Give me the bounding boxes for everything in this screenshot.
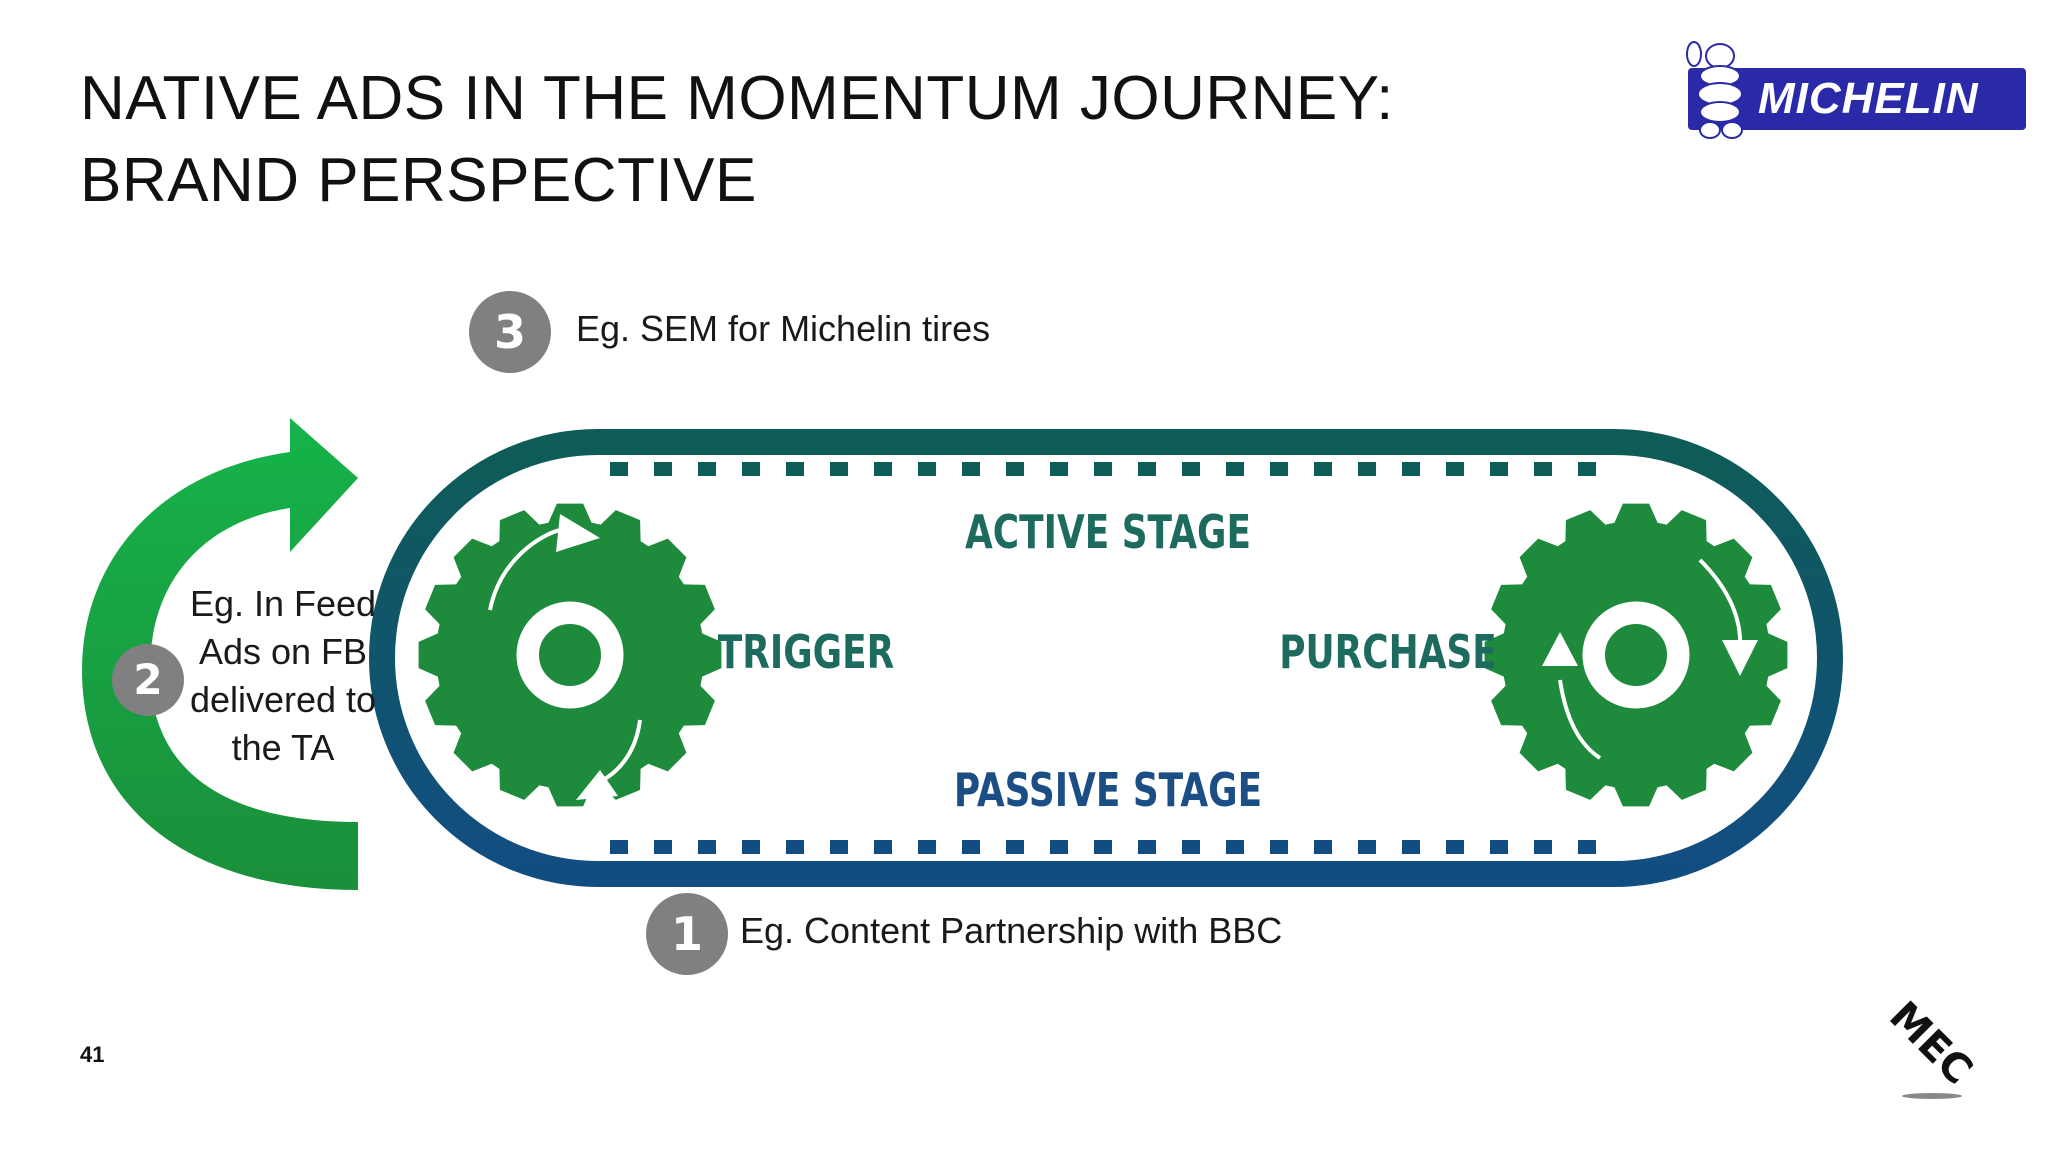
belt-tooth — [1138, 462, 1156, 476]
callout-2-text: Eg. In Feed Ads on FB delivered to the T… — [189, 583, 377, 768]
belt-tooth — [1182, 840, 1200, 854]
belt — [369, 429, 1843, 887]
passive-stage-label: PASSIVE STAGE — [954, 764, 1262, 818]
logo-band — [1688, 68, 2026, 130]
belt-teeth — [610, 462, 1596, 854]
belt-tooth — [1358, 840, 1376, 854]
slide-title: NATIVE ADS IN THE MOMENTUM JOURNEY: BRAN… — [80, 64, 1394, 215]
belt-tooth — [1402, 840, 1420, 854]
gear-body — [1484, 503, 1788, 807]
belt-tooth — [1138, 840, 1156, 854]
belt-tooth — [962, 840, 980, 854]
badge-2: 2 — [112, 644, 184, 716]
belt-tooth — [1006, 840, 1024, 854]
mec-logo: MEC — [1880, 993, 1981, 1099]
purchase-label: PURCHASE — [1279, 626, 1497, 680]
belt-tooth — [1094, 840, 1112, 854]
page-number: 41 — [80, 1042, 105, 1067]
belt-tooth — [830, 462, 848, 476]
belt-tooth — [1050, 840, 1068, 854]
belt-tooth — [1446, 840, 1464, 854]
belt-tooth — [918, 840, 936, 854]
belt-tooth — [962, 462, 980, 476]
belt-tooth — [698, 462, 716, 476]
belt-tooth — [1314, 840, 1332, 854]
belt-tooth — [1270, 840, 1288, 854]
belt-tooth — [1094, 462, 1112, 476]
callout-3-text: Eg. SEM for Michelin tires — [576, 308, 991, 349]
belt-tooth — [1270, 462, 1288, 476]
belt-tooth — [654, 462, 672, 476]
belt-tooth — [786, 840, 804, 854]
callout-1-text: Eg. Content Partnership with BBC — [740, 910, 1283, 951]
belt-tooth — [874, 840, 892, 854]
bibendum-icon — [1686, 41, 1743, 139]
belt-tooth — [786, 462, 804, 476]
belt-tooth — [1226, 840, 1244, 854]
michelin-wordmark: MICHELIN — [1758, 74, 1979, 123]
belt-tooth — [1314, 462, 1332, 476]
trigger-label: TRIGGER — [718, 626, 894, 680]
belt-tooth — [1050, 462, 1068, 476]
michelin-logo: MICHELIN — [1682, 34, 2030, 142]
badge-3: 3 — [469, 291, 551, 373]
belt-tooth — [1534, 462, 1552, 476]
belt-tooth — [1402, 462, 1420, 476]
belt-tooth — [610, 840, 628, 854]
belt-tooth — [1358, 462, 1376, 476]
mec-wordmark: MEC — [1880, 993, 1981, 1094]
belt-tooth — [698, 840, 716, 854]
badge-1: 1 — [646, 893, 728, 975]
belt-tooth — [742, 462, 760, 476]
belt-tooth — [1446, 462, 1464, 476]
belt-tooth — [1578, 840, 1596, 854]
belt-tooth — [1534, 840, 1552, 854]
belt-tooth — [1490, 462, 1508, 476]
belt-tooth — [1226, 462, 1244, 476]
active-stage-label: ACTIVE STAGE — [965, 506, 1251, 560]
loop-arrow — [82, 418, 358, 890]
belt-tooth — [654, 840, 672, 854]
belt-tooth — [1578, 462, 1596, 476]
purchase-gear — [1484, 503, 1788, 807]
belt-tooth — [830, 840, 848, 854]
trigger-gear — [418, 503, 722, 807]
belt-tooth — [874, 462, 892, 476]
belt-tooth — [1006, 462, 1024, 476]
belt-tooth — [918, 462, 936, 476]
belt-tooth — [1490, 840, 1508, 854]
belt-tooth — [1182, 462, 1200, 476]
gear-body — [418, 503, 722, 807]
belt-tooth — [742, 840, 760, 854]
belt-tooth — [610, 462, 628, 476]
